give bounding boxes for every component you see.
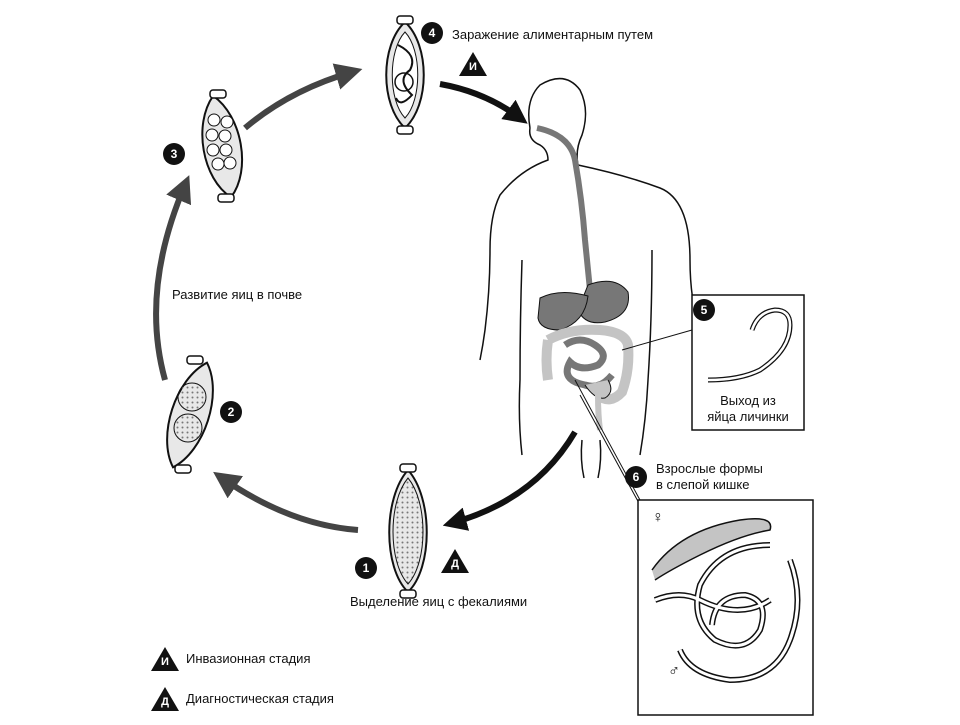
callout-line-5 — [621, 329, 693, 351]
digestive-tract — [536, 125, 634, 431]
invasive-stage-triangle: И — [458, 51, 488, 77]
egg-stage-3 — [201, 89, 243, 203]
caption-eggs-in-feces: Выделение яиц с фекалиями — [350, 594, 528, 609]
callout-line-6b — [579, 394, 641, 506]
caption-larva-line2: яйца личинки — [707, 409, 789, 424]
arrow-stage1-to-stage2 — [213, 471, 359, 533]
legend-invasive-label: Инвазионная стадия — [186, 651, 311, 666]
stomach — [577, 280, 630, 324]
step-1-badge: 1 — [355, 557, 377, 579]
caption-soil-development: Развитие яиц в почве — [172, 287, 303, 302]
step-2-badge: 2 — [220, 401, 242, 423]
legend-diagnostic-mark: Д — [161, 696, 169, 708]
arrow-stage4-to-mouth — [439, 81, 528, 124]
step-6-badge: 6 — [625, 466, 647, 488]
caption-adult-line1: Взрослые формы — [656, 461, 763, 476]
diagnostic-stage-triangle: Д — [440, 548, 470, 574]
legend-invasive-mark: И — [161, 656, 169, 668]
step-4-badge: 4 — [421, 22, 443, 44]
step-5-badge: 5 — [693, 299, 715, 321]
legend-diagnostic-label: Диагностическая стадия — [186, 691, 334, 706]
egg-stage-4 — [385, 15, 425, 135]
diagnostic-stage-mark: Д — [451, 558, 459, 570]
arrow-body-to-stage1 — [442, 430, 578, 531]
small-intestine — [563, 336, 615, 390]
legend-diagnostic-triangle: Д — [150, 686, 180, 712]
step-3-badge: 3 — [163, 143, 185, 165]
arrow-stage3-to-stage4 — [243, 63, 363, 131]
arrow-stage2-to-stage3 — [153, 175, 192, 381]
invasive-stage-mark: И — [469, 61, 477, 73]
male-symbol: ♂ — [668, 663, 680, 680]
large-intestine — [541, 324, 634, 405]
egg-stage-2 — [166, 355, 214, 474]
caecum — [584, 379, 612, 399]
female-worm — [651, 518, 772, 581]
egg-stage-1 — [388, 463, 428, 599]
caption-adult-line2: в слепой кишке — [656, 477, 750, 492]
liver — [537, 292, 589, 331]
legend-invasive-triangle: И — [150, 646, 180, 672]
caption-alimentary-infection: Заражение алиментарным путем — [452, 27, 654, 42]
female-symbol: ♀ — [652, 509, 664, 526]
caption-larva-line1: Выход из — [720, 393, 776, 408]
rectum — [595, 394, 603, 431]
